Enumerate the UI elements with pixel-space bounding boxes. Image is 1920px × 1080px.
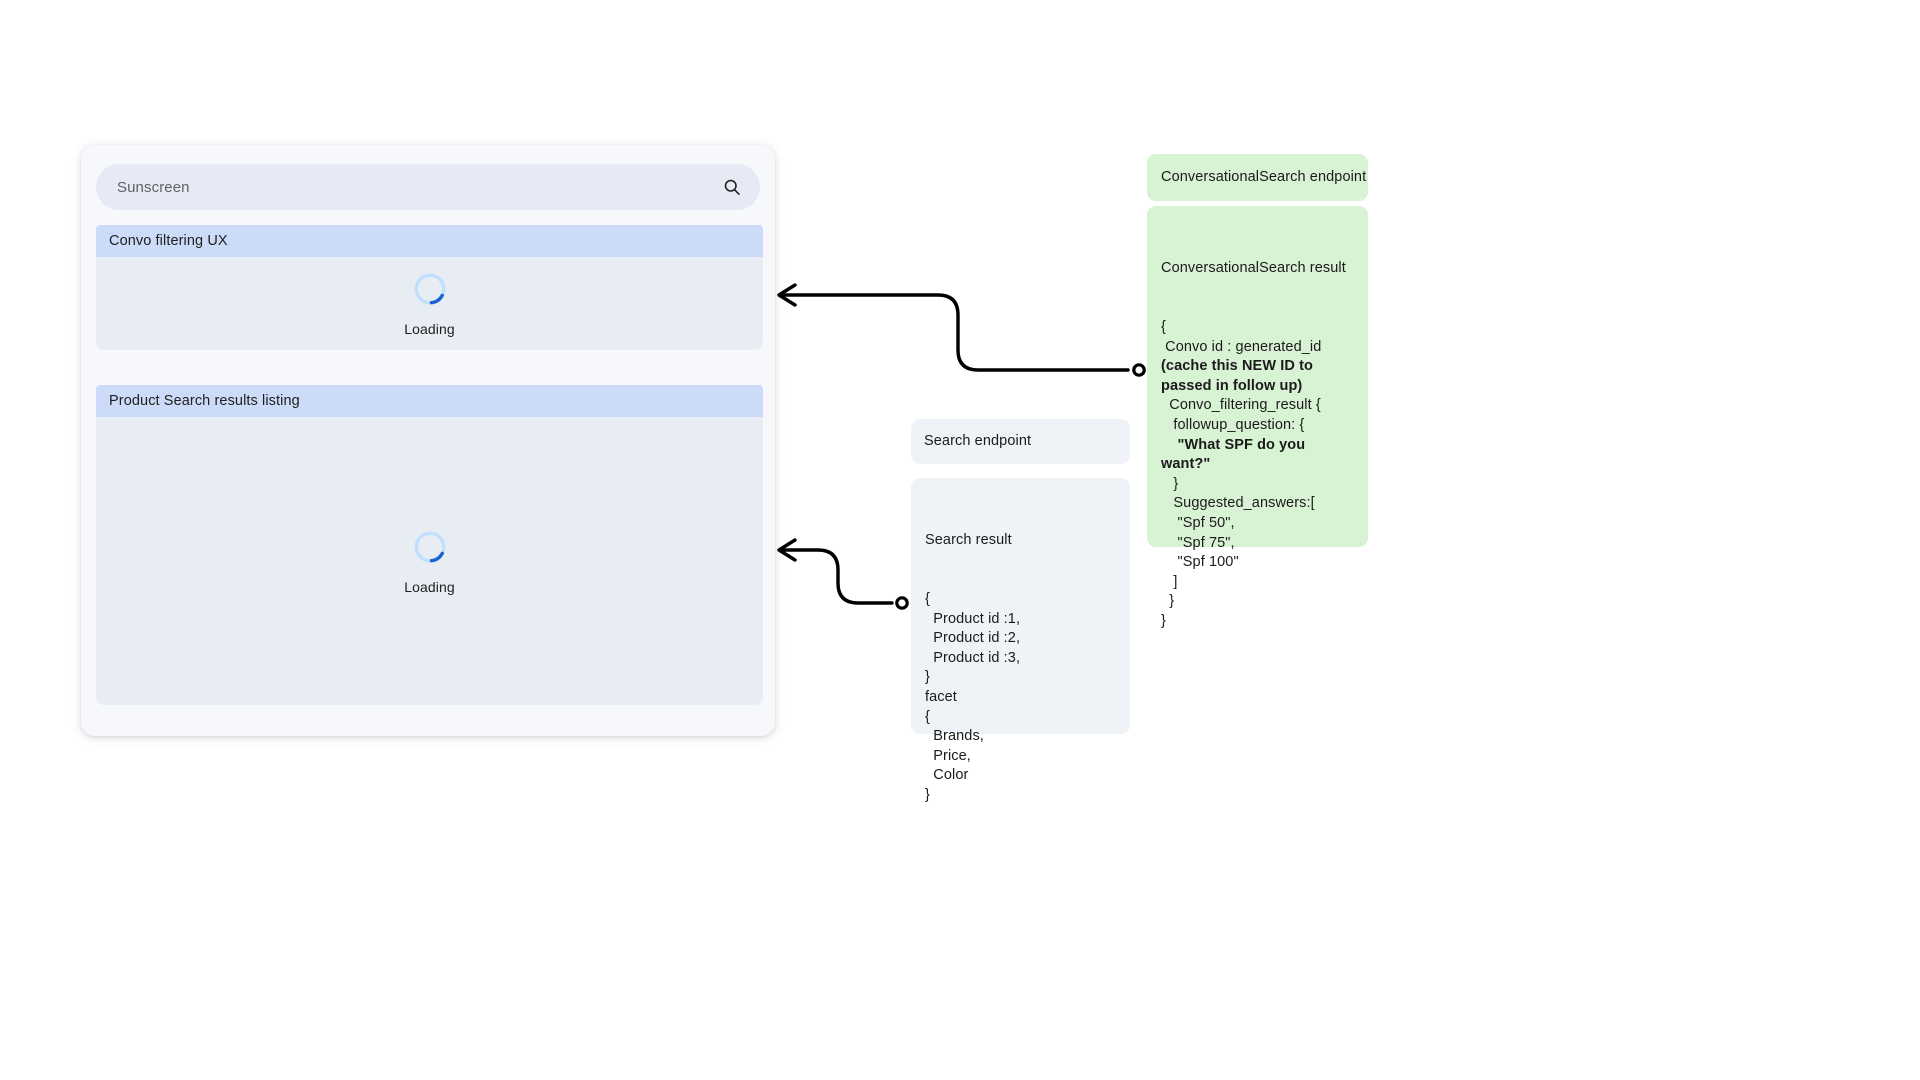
code-line: } bbox=[925, 786, 930, 803]
code-line: Product id :1, bbox=[925, 610, 1021, 627]
code-line: Convo_filtering_result { bbox=[1161, 397, 1321, 414]
loading-label: Loading bbox=[404, 321, 455, 337]
loading-label: Loading bbox=[404, 578, 455, 595]
search-result-body: { Product id :1, Product id :2, Product … bbox=[925, 590, 1115, 806]
code-line: followup_question: { bbox=[1161, 416, 1305, 433]
section-header-label: Convo filtering UX bbox=[109, 233, 228, 249]
code-line: } bbox=[925, 669, 930, 686]
conversational-search-endpoint-label: ConversationalSearch endpoint bbox=[1161, 168, 1367, 185]
code-line: Convo id : generated_id bbox=[1161, 338, 1326, 355]
conversational-search-result-title: ConversationalSearch result bbox=[1161, 260, 1346, 277]
code-line: } bbox=[1161, 475, 1179, 492]
conversational-search-result-panel: ConversationalSearch result { Convo id :… bbox=[1147, 206, 1368, 629]
code-line: Suggested_answers:[ bbox=[1161, 495, 1315, 512]
arrowhead-icon bbox=[777, 538, 797, 562]
code-line: Price, bbox=[925, 747, 971, 764]
section-product-results: Product Search results listing Loading bbox=[96, 385, 763, 705]
code-line: Product id :3, bbox=[925, 649, 1021, 666]
connector-search bbox=[777, 538, 909, 610]
section-header-label: Product Search results listing bbox=[109, 393, 300, 409]
code-line: { bbox=[925, 590, 930, 607]
code-line: "Spf 100" bbox=[1161, 554, 1239, 571]
connector-endpoint-dot bbox=[895, 596, 909, 610]
connector-endpoint-dot bbox=[1132, 363, 1146, 377]
section-convo-filtering: Convo filtering UX Loading bbox=[96, 225, 763, 350]
section-body-convo-filtering: Loading bbox=[96, 257, 763, 350]
section-body-product-results: Loading bbox=[96, 417, 763, 705]
code-line: "What SPF do you want?" bbox=[1161, 436, 1310, 473]
search-result-title: Search result bbox=[925, 532, 1012, 549]
code-line: Color bbox=[925, 767, 969, 784]
loading-spinner-icon bbox=[414, 273, 445, 305]
app-mock-card: Sunscreen Convo filtering UX Loading bbox=[81, 145, 775, 736]
code-line: } bbox=[1161, 593, 1175, 610]
search-icon[interactable] bbox=[722, 177, 742, 197]
loading-spinner-icon bbox=[414, 531, 445, 562]
search-input-value: Sunscreen bbox=[117, 178, 190, 196]
code-line: ] bbox=[1161, 573, 1178, 590]
code-line: { bbox=[925, 708, 930, 725]
code-line: (cache this NEW ID to passed in follow u… bbox=[1161, 358, 1318, 394]
code-line: Brands, bbox=[925, 728, 984, 745]
search-input[interactable]: Sunscreen bbox=[96, 164, 760, 210]
conversational-search-endpoint-panel: ConversationalSearch endpoint bbox=[1147, 154, 1368, 201]
code-line: { bbox=[1161, 318, 1166, 335]
section-header-product-results: Product Search results listing bbox=[96, 385, 763, 417]
arrowhead-icon bbox=[777, 283, 797, 307]
connector-conversational-search bbox=[777, 283, 1146, 377]
search-endpoint-panel: Search endpoint bbox=[911, 419, 1130, 464]
search-result-panel: Search result { Product id :1, Product i… bbox=[911, 478, 1130, 803]
code-line: } bbox=[1161, 612, 1166, 629]
section-header-convo-filtering: Convo filtering UX bbox=[96, 225, 763, 257]
code-line: Product id :2, bbox=[925, 630, 1021, 647]
conversational-search-result-body: { Convo id : generated_id (cache this NE… bbox=[1161, 318, 1353, 632]
code-line: "Spf 75", bbox=[1161, 534, 1235, 551]
code-line: facet bbox=[925, 688, 957, 705]
code-line: "Spf 50", bbox=[1161, 514, 1235, 531]
search-endpoint-label: Search endpoint bbox=[924, 432, 1032, 449]
